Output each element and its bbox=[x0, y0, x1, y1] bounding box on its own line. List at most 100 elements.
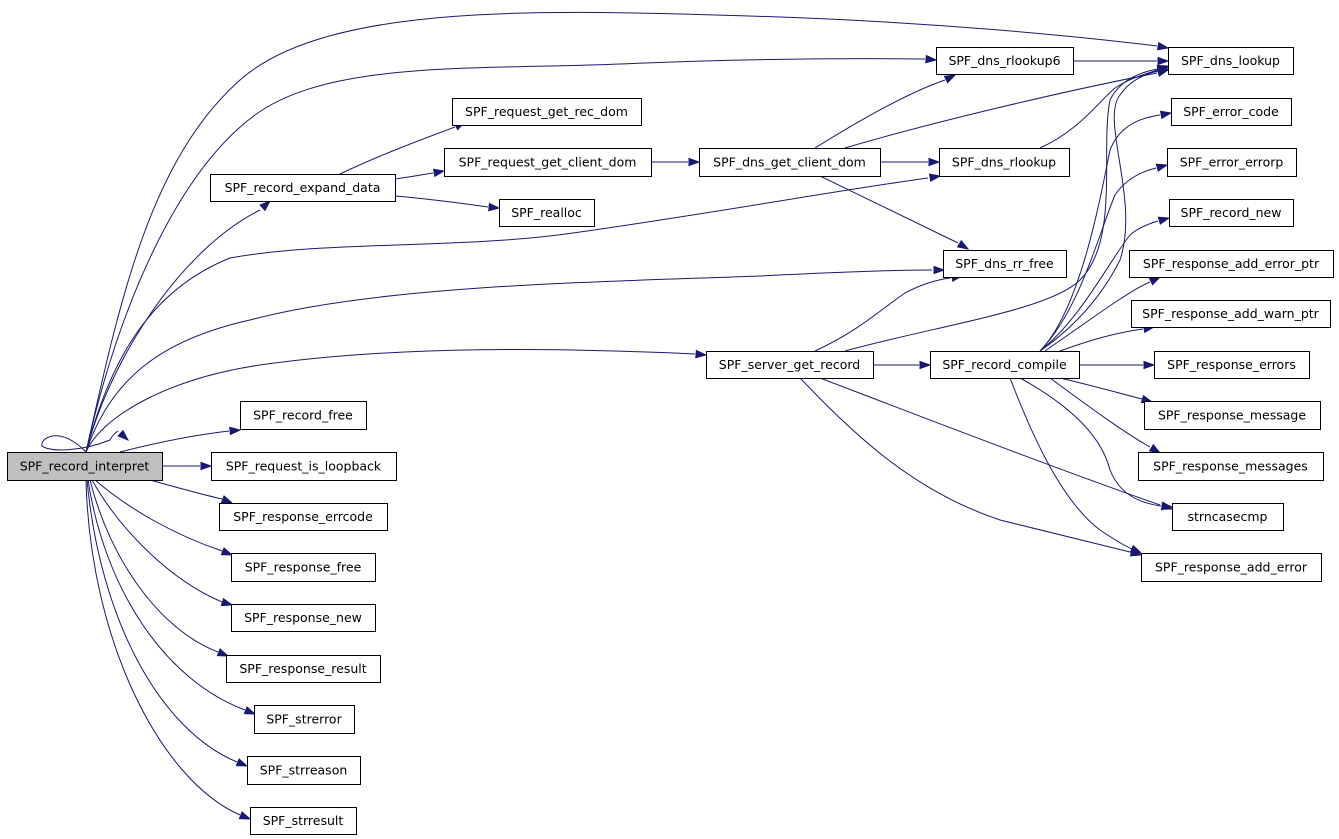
edge-interpret-to-strerror bbox=[87, 479, 257, 715]
edge-interpret-to-lookup bbox=[85, 11, 1170, 453]
arrowhead-icon bbox=[259, 200, 272, 212]
edge-line bbox=[85, 209, 261, 453]
arrowhead-icon bbox=[1129, 544, 1143, 554]
edge-line bbox=[1059, 328, 1144, 352]
node-error-errorp[interactable]: SPF_error_errorp bbox=[1167, 148, 1297, 177]
arrowhead-icon bbox=[1155, 163, 1169, 172]
edge-interpret-to-resp_result bbox=[89, 479, 230, 657]
node-label: SPF_dns_rlookup bbox=[952, 155, 1056, 170]
node-is-loopback[interactable]: SPF_request_is_loopback bbox=[211, 452, 397, 481]
edge-dns_client_dom-to-rr_free bbox=[819, 175, 970, 250]
edge-line bbox=[1009, 377, 1133, 550]
arrowhead-icon bbox=[220, 495, 234, 504]
node-record-free[interactable]: SPF_record_free bbox=[240, 401, 367, 430]
node-strresult[interactable]: SPF_strresult bbox=[250, 807, 357, 835]
arrowhead-icon bbox=[1156, 66, 1170, 76]
node-box bbox=[943, 250, 1067, 278]
node-record-new[interactable]: SPF_record_new bbox=[1169, 199, 1294, 227]
node-label: SPF_response_messages bbox=[1153, 459, 1308, 474]
arrowhead-icon bbox=[488, 202, 501, 212]
arrowhead-icon bbox=[432, 168, 446, 178]
node-label: strncasecmp bbox=[1188, 509, 1268, 524]
node-strerror[interactable]: SPF_strerror bbox=[254, 705, 355, 734]
node-label: SPF_dns_get_client_dom bbox=[713, 155, 866, 170]
node-resp-new[interactable]: SPF_response_new bbox=[231, 604, 376, 632]
node-expand[interactable]: SPF_record_expand_data bbox=[210, 174, 396, 202]
node-server-get-record[interactable]: SPF_server_get_record bbox=[706, 351, 874, 379]
node-rlookup[interactable]: SPF_dns_rlookup bbox=[939, 148, 1070, 177]
node-errcode[interactable]: SPF_response_errcode bbox=[219, 503, 388, 531]
node-rlookup6[interactable]: SPF_dns_rlookup6 bbox=[936, 47, 1074, 75]
node-rec-dom[interactable]: SPF_request_get_rec_dom bbox=[452, 98, 642, 126]
node-label: SPF_response_result bbox=[239, 661, 366, 676]
node-realloc[interactable]: SPF_realloc bbox=[499, 199, 595, 227]
edge-line bbox=[819, 377, 1161, 506]
node-box bbox=[226, 655, 381, 683]
edge-dns_client_dom-to-lookup bbox=[844, 68, 1170, 149]
node-box bbox=[1154, 351, 1310, 379]
node-rr-free[interactable]: SPF_dns_rr_free bbox=[943, 250, 1067, 278]
node-strncasecmp[interactable]: strncasecmp bbox=[1172, 503, 1284, 531]
edge-dns_client_dom-to-rlookup6 bbox=[814, 74, 957, 149]
edge-line bbox=[394, 195, 489, 208]
node-resp-result[interactable]: SPF_response_result bbox=[226, 655, 381, 683]
node-box bbox=[231, 553, 376, 582]
edge-line bbox=[799, 377, 1131, 553]
node-lookup[interactable]: SPF_dns_lookup bbox=[1168, 47, 1294, 75]
node-resp-messages[interactable]: SPF_response_messages bbox=[1138, 452, 1324, 481]
node-label: SPF_record_compile bbox=[942, 357, 1067, 372]
arrowhead-icon bbox=[220, 597, 234, 607]
edge-line bbox=[85, 269, 933, 453]
edge-interpret-to-strresult bbox=[85, 479, 252, 820]
arrowhead-icon bbox=[1157, 216, 1171, 225]
node-label: SPF_response_free bbox=[245, 560, 362, 575]
node-resp-free[interactable]: SPF_response_free bbox=[231, 553, 376, 582]
edge-interpret-to-resp_new bbox=[91, 479, 234, 607]
node-box bbox=[7, 452, 163, 481]
edge-interpret-to-resp_free bbox=[94, 479, 234, 556]
edge-line bbox=[819, 175, 959, 244]
edge-line bbox=[85, 349, 696, 453]
node-resp-errors[interactable]: SPF_response_errors bbox=[1154, 351, 1310, 379]
node-label: SPF_response_new bbox=[244, 610, 362, 625]
node-compile[interactable]: SPF_record_compile bbox=[930, 351, 1080, 379]
node-add-warn-ptr[interactable]: SPF_response_add_warn_ptr bbox=[1131, 300, 1331, 328]
edge-line bbox=[844, 68, 1159, 352]
arrowhead-icon bbox=[1143, 360, 1156, 370]
edge-server_get_record-to-rr_free bbox=[814, 273, 964, 352]
node-box bbox=[936, 47, 1074, 75]
node-box bbox=[1167, 148, 1297, 177]
edge-line bbox=[1044, 281, 1151, 352]
edge-line bbox=[41, 430, 119, 453]
node-label: SPF_response_add_warn_ptr bbox=[1142, 306, 1320, 321]
edge-line bbox=[844, 72, 1158, 149]
edge-line bbox=[339, 126, 456, 175]
edge-line bbox=[85, 177, 929, 453]
edge-compile-to-add_error_ptr bbox=[1044, 276, 1162, 352]
node-dns-client-dom[interactable]: SPF_dns_get_client_dom bbox=[699, 148, 881, 177]
edge-compile-to-add_warn_ptr bbox=[1059, 324, 1156, 352]
node-label: SPF_server_get_record bbox=[719, 357, 860, 372]
node-resp-message[interactable]: SPF_response_message bbox=[1144, 401, 1321, 430]
node-label: SPF_record_interpret bbox=[20, 459, 150, 474]
node-add-error-ptr[interactable]: SPF_response_add_error_ptr bbox=[1129, 250, 1334, 278]
node-interpret[interactable]: SPF_record_interpret bbox=[7, 452, 163, 481]
node-client-dom-req[interactable]: SPF_request_get_client_dom bbox=[444, 148, 652, 177]
node-box bbox=[1171, 98, 1292, 126]
node-strreason[interactable]: SPF_strreason bbox=[247, 756, 361, 785]
edge-interpret-to-is_loopback bbox=[162, 461, 213, 471]
edge-interpret-to-errcode bbox=[149, 479, 234, 504]
edge-compile-to-record_new bbox=[1039, 216, 1171, 352]
arrowhead-icon bbox=[1157, 56, 1170, 66]
edge-line bbox=[1019, 377, 1162, 507]
edge-expand-to-client_dom_req bbox=[394, 168, 446, 180]
edge-line bbox=[1039, 167, 1157, 352]
edge-line bbox=[394, 172, 434, 180]
node-box bbox=[1129, 250, 1334, 278]
edge-interpret-to-strreason bbox=[86, 479, 249, 767]
node-error-code[interactable]: SPF_error_code bbox=[1171, 98, 1292, 126]
node-add-error[interactable]: SPF_response_add_error bbox=[1141, 553, 1322, 582]
arrowhead-icon bbox=[695, 349, 708, 359]
arrowhead-icon bbox=[928, 157, 941, 167]
